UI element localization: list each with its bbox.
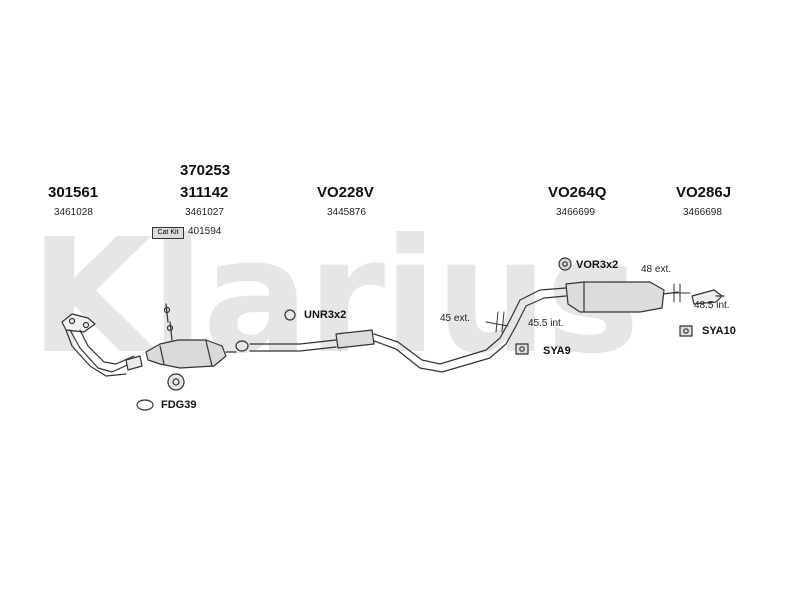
part-number-vo264q: VO264Q (548, 184, 607, 201)
flange-fdg39-parts (136, 373, 185, 411)
dim-45-ext: 45 ext. (440, 313, 471, 324)
ref-3461027: 3461027 (185, 207, 224, 218)
centre-pipe-vo228v (235, 309, 517, 373)
fdg39-label: FDG39 (161, 399, 197, 411)
dim-48-5-int: 48.5 int. (694, 300, 730, 311)
cat-kit-badge: Cat Kit (152, 227, 184, 239)
part-number-vo286j: VO286J (676, 184, 732, 201)
sya9-label: SYA9 (543, 345, 571, 357)
hanger-sya9 (515, 343, 529, 355)
ref-3466698: 3466698 (683, 207, 722, 218)
dim-48-ext: 48 ext. (641, 264, 672, 275)
ref-3445876: 3445876 (327, 207, 366, 218)
part-number-vo228v: VO228V (317, 184, 374, 201)
sya10-label: SYA10 (702, 325, 736, 337)
part-number-370253: 370253 (180, 162, 231, 179)
ref-3466699: 3466699 (556, 207, 595, 218)
ref-401594: 401594 (188, 226, 222, 237)
part-number-301561: 301561 (48, 184, 99, 201)
unr3x2-label: UNR3x2 (304, 309, 347, 321)
catalytic-converter-311142 (145, 303, 237, 369)
rear-section-vo264q (509, 257, 679, 327)
downpipe-301561 (61, 313, 143, 377)
vor3x2-label: VOR3x2 (576, 259, 619, 271)
dim-45-5-int: 45.5 int. (528, 318, 564, 329)
tailpipe-vo286j (691, 289, 725, 305)
klarius-watermark: Klarius (30, 205, 640, 389)
ref-3461028: 3461028 (54, 207, 93, 218)
part-number-311142: 311142 (180, 184, 229, 201)
hanger-sya10 (679, 325, 693, 337)
